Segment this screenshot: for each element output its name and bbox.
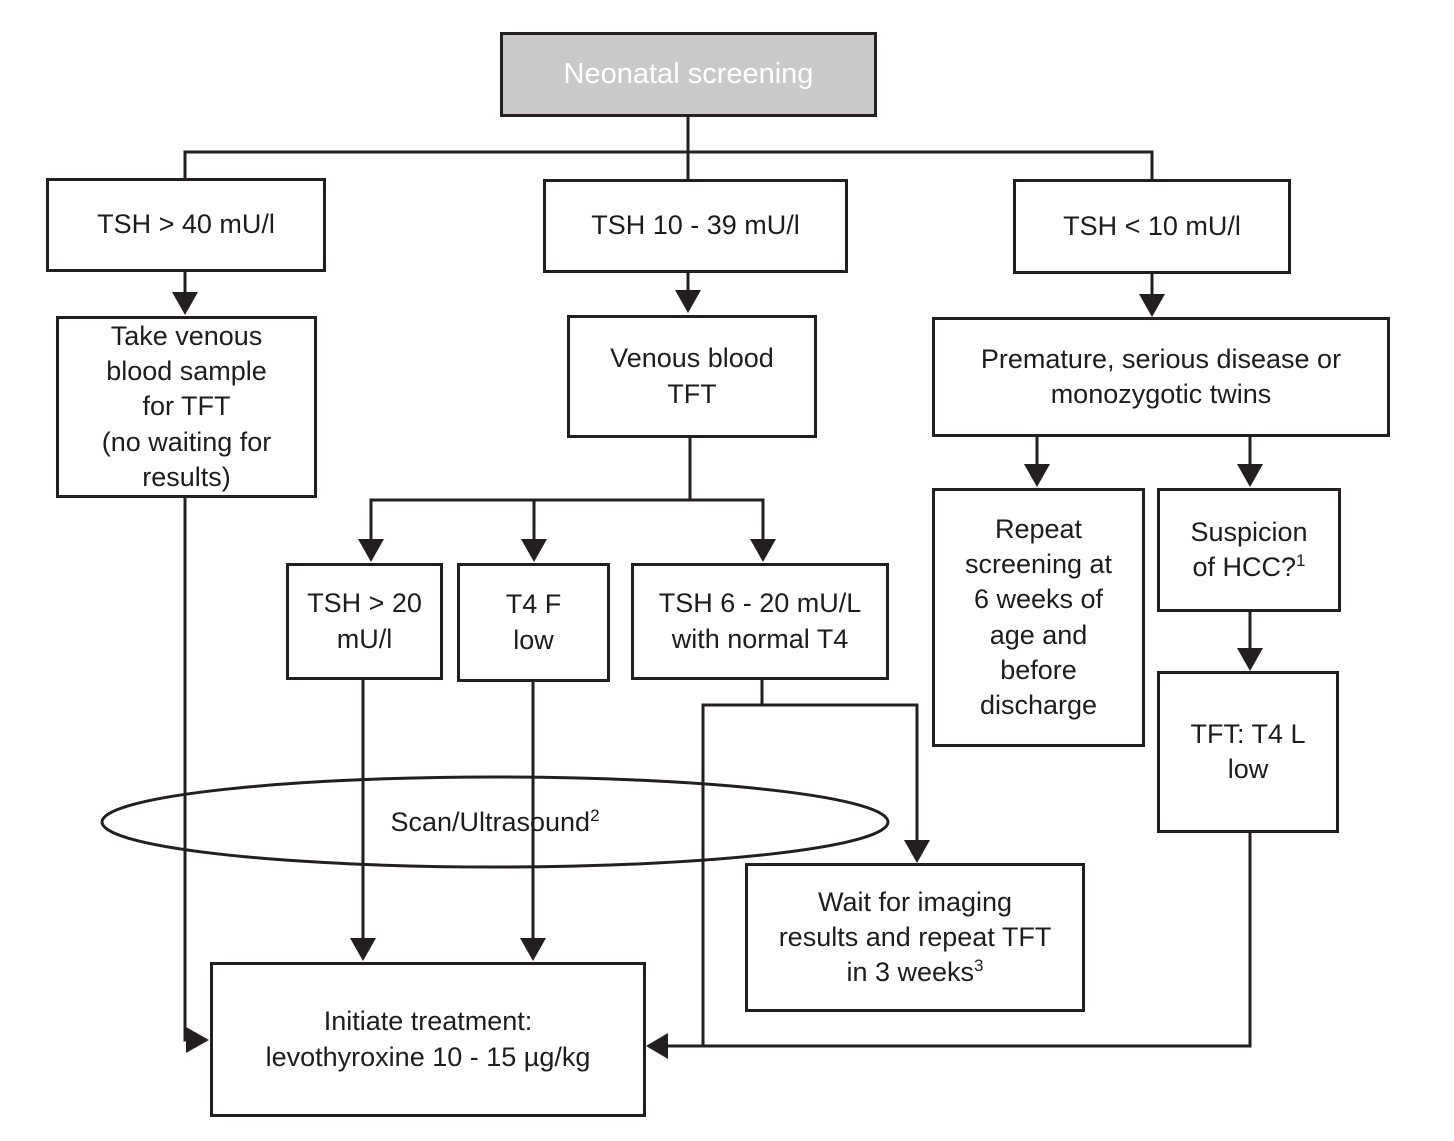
arrowhead-left-treatment (186, 1027, 209, 1053)
arrowheads (172, 290, 1263, 1059)
node-tsh-10-39: TSH 10 - 39 mU/l (543, 179, 848, 273)
node-tft-t4-low-label: TFT: T4 L low (1190, 718, 1306, 784)
arrowhead-t4f (521, 539, 547, 562)
node-premature-serious-disease: Premature, serious disease or monozygoti… (932, 317, 1390, 437)
arrowhead-venous (675, 290, 701, 313)
node-t4-f-low-label: T4 F low (505, 589, 562, 655)
node-take-venous-blood-label: Take venous blood sample for TFT (no wai… (101, 321, 272, 492)
node-tsh-lt-10: TSH < 10 mU/l (1013, 179, 1291, 274)
node-wait-for-imaging-label: Wait for imaging results and repeat TFT … (778, 886, 1052, 988)
node-t4-f-low: T4 F low (457, 563, 610, 682)
footnote-2: 2 (590, 805, 600, 825)
scan-ultrasound-ellipse (100, 775, 890, 869)
node-repeat-screening-label: Repeat screening at 6 weeks of age and b… (964, 514, 1113, 720)
node-venous-blood-tft-label: Venous blood TFT (610, 343, 774, 409)
node-tsh-gt-40: TSH > 40 mU/l (46, 178, 326, 272)
node-tsh-gt-20-label: TSH > 20 mU/l (307, 588, 422, 654)
node-tft-t4-low: TFT: T4 L low (1157, 671, 1339, 833)
arrowhead-repeat (1024, 464, 1050, 487)
node-tsh-6-20-normal-t4: TSH 6 - 20 mU/L with normal T4 (631, 563, 889, 680)
arrowhead-tsh20-treatment (350, 938, 376, 961)
arrowhead-tsh20 (358, 539, 384, 562)
node-suspicion-of-hcc-label: Suspicion of HCC?1 (1190, 516, 1308, 582)
node-initiate-treatment: Initiate treatment: levothyroxine 10 - 1… (210, 962, 646, 1117)
arrowhead-t4f-treatment (520, 938, 546, 961)
arrowhead-takevenous (172, 292, 198, 315)
arrowhead-tsh620 (750, 539, 776, 562)
node-tsh-10-39-label: TSH 10 - 39 mU/l (591, 210, 800, 241)
node-wait-for-imaging: Wait for imaging results and repeat TFT … (745, 863, 1085, 1012)
arrowhead-tft (1237, 648, 1263, 671)
node-repeat-screening: Repeat screening at 6 weeks of age and b… (932, 488, 1145, 747)
arrowhead-premature (1139, 294, 1165, 317)
node-scan-ultrasound-label: Scan/Ultrasound2 (390, 805, 600, 837)
footnote-3: 3 (974, 956, 984, 976)
node-venous-blood-tft: Venous blood TFT (567, 315, 817, 438)
arrowhead-suspicion (1237, 464, 1263, 487)
node-initiate-treatment-label: Initiate treatment: levothyroxine 10 - 1… (265, 1006, 591, 1072)
node-premature-serious-disease-label: Premature, serious disease or monozygoti… (980, 343, 1342, 409)
node-suspicion-of-hcc: Suspicion of HCC?1 (1157, 488, 1341, 612)
node-tsh-gt-40-label: TSH > 40 mU/l (97, 209, 275, 240)
arrowhead-right-treatment (646, 1033, 668, 1059)
footnote-1: 1 (1296, 551, 1306, 570)
node-neonatal-screening-label: Neonatal screening (563, 57, 814, 90)
node-scan-ultrasound: Scan/Ultrasound2 (102, 777, 888, 867)
node-neonatal-screening: Neonatal screening (500, 32, 877, 117)
arrowhead-wait (904, 840, 930, 863)
node-tsh-6-20-normal-t4-label: TSH 6 - 20 mU/L with normal T4 (658, 588, 862, 654)
node-tsh-lt-10-label: TSH < 10 mU/l (1063, 210, 1241, 241)
node-tsh-gt-20: TSH > 20 mU/l (286, 563, 443, 680)
node-take-venous-blood: Take venous blood sample for TFT (no wai… (56, 316, 317, 498)
